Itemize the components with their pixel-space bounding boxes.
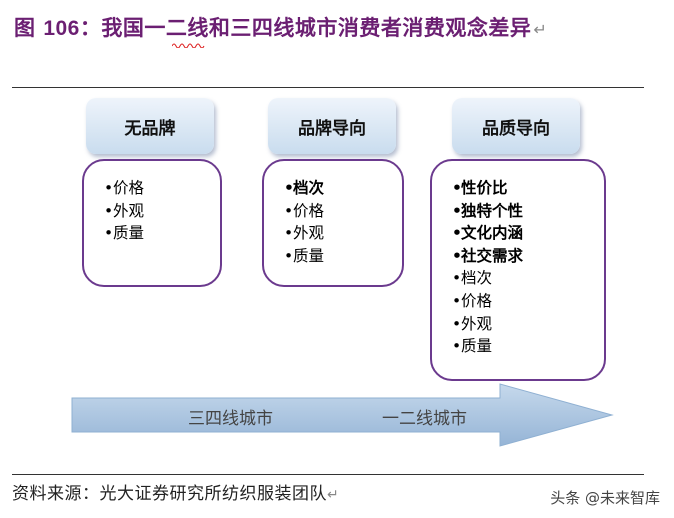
label-tier1-2-cities: 一二线城市 (382, 409, 467, 429)
box-brand-oriented: •档次 •价格 •外观 •质量 (262, 159, 404, 287)
list-item: •外观 (284, 224, 325, 243)
source-note: 资料来源：光大证券研究所纺织服装团队↵ (12, 479, 339, 504)
figure-title-text: 我国一二线和三四线城市消费者消费观念差异 (101, 16, 532, 40)
list-item: •档次 (452, 269, 493, 288)
figure-title-prefix: 图 (14, 16, 44, 40)
bottom-divider (12, 474, 644, 475)
list-item: •外观 (452, 314, 493, 333)
brand-oriented-list: •档次 •价格 •外观 •质量 (284, 177, 402, 267)
no-brand-list: •价格 •外观 •质量 (104, 177, 220, 245)
list-item: •文化内涵 (452, 224, 524, 243)
label-tier3-4-cities: 三四线城市 (188, 409, 273, 429)
quality-oriented-list: •性价比 •独特个性 •文化内涵 •社交需求 •档次 •价格 •外观 •质量 (452, 177, 604, 358)
list-item: •质量 (452, 337, 493, 356)
return-mark-icon: ↵ (327, 487, 340, 503)
header-quality-oriented: 品质导向 (452, 98, 580, 154)
list-item: •价格 (104, 179, 145, 197)
watermark: 头条 @未来智库 (550, 489, 660, 507)
list-item: •质量 (284, 246, 325, 265)
list-item: •价格 (452, 291, 493, 310)
list-item: •价格 (284, 201, 325, 220)
list-item: •档次 (284, 179, 325, 197)
figure-number: 106 (43, 17, 80, 40)
header-brand-oriented: 品牌导向 (268, 98, 396, 154)
list-item: •社交需求 (452, 246, 524, 265)
header-no-brand: 无品牌 (86, 98, 214, 154)
list-item: •外观 (104, 201, 145, 220)
list-item: •质量 (104, 224, 145, 243)
top-divider (12, 87, 644, 88)
spellcheck-underline (172, 43, 205, 48)
source-text: 资料来源：光大证券研究所纺织服装团队 (12, 484, 327, 504)
box-no-brand: •价格 •外观 •质量 (82, 159, 222, 287)
list-item: •性价比 (452, 179, 508, 197)
list-item: •独特个性 (452, 201, 524, 220)
figure-title-colon: ： (79, 16, 102, 40)
box-quality-oriented: •性价比 •独特个性 •文化内涵 •社交需求 •档次 •价格 •外观 •质量 (430, 159, 606, 381)
arrow-shape (71, 383, 614, 447)
return-mark-icon: ↵ (533, 20, 548, 39)
figure-title: 图 106：我国一二线和三四线城市消费者消费观念差异↵ (14, 12, 547, 42)
